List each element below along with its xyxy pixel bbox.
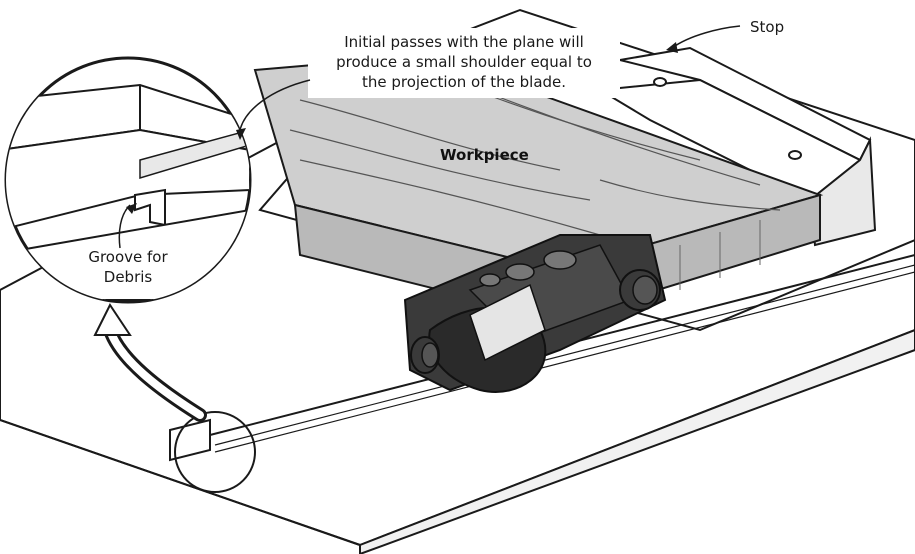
note-line-3: the projection of the blade.: [362, 73, 566, 91]
stop-block: [596, 46, 877, 247]
stop-leader: [671, 25, 741, 49]
detail-source-circle: [174, 411, 256, 493]
note-arrowhead: [236, 128, 246, 140]
zoom-arrow-fill: [106, 326, 204, 419]
workpiece-label: Workpiece: [440, 146, 529, 164]
groove-label-line2: Debris: [104, 268, 153, 286]
zoom-arrowhead: [93, 303, 132, 336]
detail-inset: [4, 56, 252, 304]
note-line-2: produce a small shoulder equal to: [336, 53, 592, 71]
note-box: [308, 28, 620, 98]
stop-screw-hole: [653, 77, 667, 87]
groove-label-line1: Groove for: [88, 248, 168, 266]
stop-label: Stop: [750, 18, 784, 36]
note-leader: [239, 79, 311, 131]
groove-arrowhead: [126, 203, 137, 214]
stop-arrowhead: [666, 42, 678, 53]
note-line-1: Initial passes with the plane will: [344, 33, 584, 51]
block-plane: [403, 234, 667, 393]
stop-screw-hole: [788, 150, 802, 160]
